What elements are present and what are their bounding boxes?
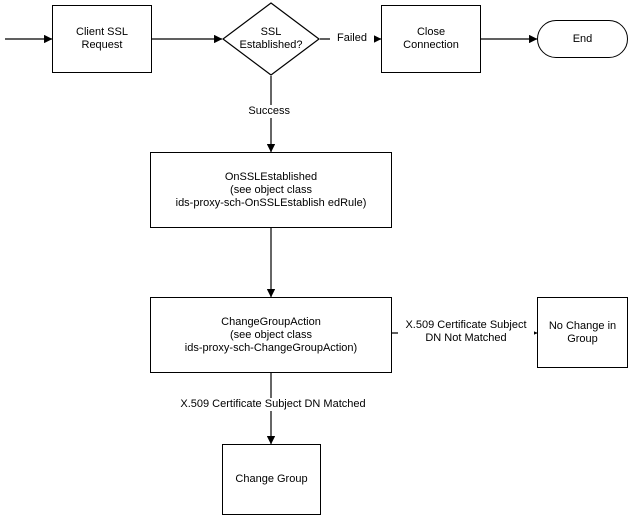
node-end[interactable]: End [537, 20, 628, 58]
diamond-shape [222, 2, 320, 76]
node-client-ssl-request-label: Client SSL Request [76, 26, 128, 51]
node-end-label: End [572, 32, 593, 45]
node-close-connection[interactable]: Close Connection [381, 5, 481, 73]
node-no-change-in-group-label: No Change in Group [548, 319, 617, 345]
node-change-group-action[interactable]: ChangeGroupAction (see object class ids-… [150, 297, 392, 373]
node-change-group[interactable]: Change Group [222, 444, 321, 515]
node-ssl-established-label: SSL Established? [239, 26, 303, 51]
edge-label-dn-not-matched: X.509 Certificate Subject DN Not Matched [398, 319, 534, 345]
edge-label-dn-matched: X.509 Certificate Subject DN Matched [151, 398, 395, 411]
node-close-connection-label: Close Connection [403, 26, 459, 51]
node-client-ssl-request[interactable]: Client SSL Request [52, 5, 152, 73]
node-change-group-action-label: ChangeGroupAction (see object class ids-… [184, 315, 358, 354]
edge-label-failed: Failed [330, 32, 374, 45]
node-on-ssl-established-label: OnSSLEstablished (see object class ids-p… [175, 170, 367, 209]
node-on-ssl-established[interactable]: OnSSLEstablished (see object class ids-p… [150, 152, 392, 228]
edge-label-success: Success [238, 105, 292, 118]
node-change-group-label: Change Group [235, 473, 308, 485]
node-ssl-established[interactable]: SSL Established? [222, 2, 320, 76]
node-no-change-in-group[interactable]: No Change in Group [537, 297, 628, 368]
